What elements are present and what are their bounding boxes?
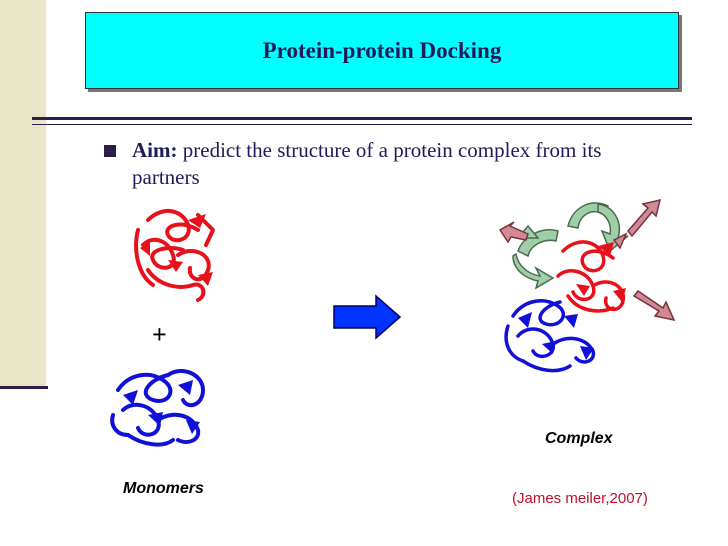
- complex-label: Complex: [545, 430, 613, 447]
- sidebar-underline: [0, 386, 48, 389]
- citation: (James meiler,2007): [512, 490, 648, 507]
- docked-complex-icon: [498, 198, 676, 373]
- title-rule-thin: [32, 124, 692, 125]
- plus-sign: +: [152, 320, 167, 349]
- monomers-label: Monomers: [123, 480, 204, 497]
- title-box: Protein-protein Docking: [85, 12, 679, 89]
- left-sidebar-band: [0, 0, 46, 388]
- slide-title: Protein-protein Docking: [262, 37, 502, 63]
- aim-bullet: Aim: predict the structure of a protein …: [104, 137, 664, 191]
- aim-label: Aim:: [132, 138, 178, 162]
- aim-text: Aim: predict the structure of a protein …: [132, 137, 664, 191]
- square-bullet-icon: [104, 145, 116, 157]
- title-rule-thick: [32, 117, 692, 120]
- blue-right-arrow-icon: [333, 294, 402, 340]
- red-protein-monomer-icon: [134, 209, 215, 302]
- rotation-arrows-icon: [512, 202, 629, 290]
- translation-arrows-icon: [498, 198, 676, 322]
- blue-protein-monomer-icon: [110, 369, 205, 447]
- aim-description: predict the structure of a protein compl…: [132, 138, 602, 189]
